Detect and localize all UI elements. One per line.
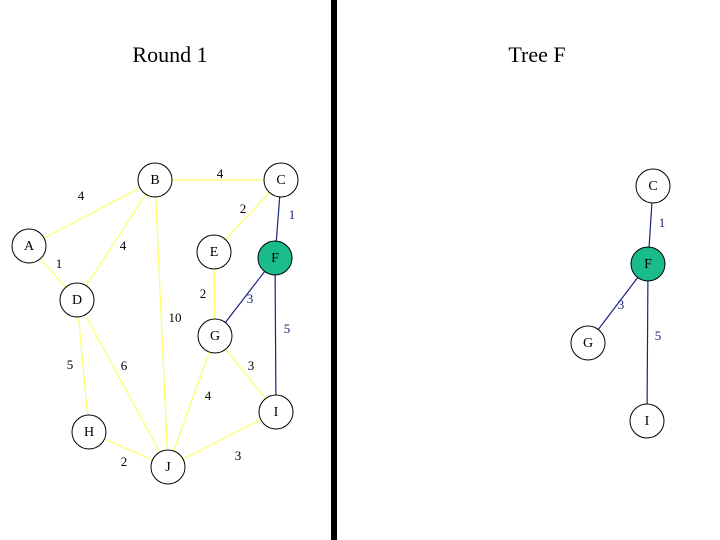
round1-edge-a-b <box>28 179 156 247</box>
round1-node-label-a: A <box>24 239 35 254</box>
tree-edge-labels: 1 3 5 <box>618 215 666 343</box>
round1-edge-weight-d-j: 6 <box>121 358 128 373</box>
round1-node-circle-f <box>257 240 293 276</box>
round1-node-circle-b <box>137 162 173 198</box>
tree-f-node-label-f: F <box>644 257 652 272</box>
round1-node-circle-d <box>59 282 95 318</box>
tree-f-node-circle-g <box>570 325 606 361</box>
round1-edge-weight-c-f: 1 <box>289 207 296 222</box>
round1-node-label-j: J <box>165 460 171 475</box>
tree-f-node-label-i: I <box>645 414 650 429</box>
round1-edge-f-i <box>274 257 277 413</box>
tree-f-node-label-g: G <box>583 336 593 351</box>
round1-node-circle-e <box>196 234 232 270</box>
round1-node-label-i: I <box>274 405 279 420</box>
tree-f-edge-f-i <box>646 263 649 422</box>
round1-node-circle-h <box>71 414 107 450</box>
round1-edge-weight-c-e: 2 <box>240 201 247 216</box>
tree-f-edge-weight-f-g: 3 <box>618 297 625 312</box>
round1-node-b: B <box>137 162 173 198</box>
round1-edge-weight-f-i: 5 <box>284 321 291 336</box>
round1-node-label-f: F <box>271 251 279 266</box>
round1-edge-weight-i-j: 3 <box>235 448 242 463</box>
round1-node-label-d: D <box>72 293 82 308</box>
left-graph-edge-labels: 4 4 4 1 2 1 2 3 5 10 5 6 3 4 2 3 <box>56 166 296 469</box>
tree-f-edge-weight-f-i: 5 <box>655 328 662 343</box>
round1-node-circle-c <box>263 162 299 198</box>
round1-edge-i-j <box>167 411 277 468</box>
round1-edge-d-h <box>76 299 90 433</box>
round1-edge-d-j <box>76 299 169 468</box>
round1-node-d: D <box>59 282 95 318</box>
left-panel-title: Round 1 <box>132 42 207 67</box>
round1-node-circle-g <box>197 318 233 354</box>
round1-node-a: A <box>11 228 47 264</box>
round1-edge-g-j <box>167 335 216 468</box>
tree-f-node-circle-i <box>629 403 665 439</box>
round1-edge-weight-d-h: 5 <box>67 357 74 372</box>
round1-node-e: E <box>196 234 232 270</box>
round1-node-label-h: H <box>84 425 94 440</box>
round1-node-circle-a <box>11 228 47 264</box>
tree-f-node-f: F <box>630 246 666 282</box>
tree-f-node-c: C <box>635 168 671 204</box>
round1-edge-weight-b-j: 10 <box>169 310 182 325</box>
round1-node-label-c: C <box>276 173 285 188</box>
tree-f-node-label-c: C <box>648 179 657 194</box>
round1-edge-b-d <box>76 179 156 301</box>
round1-edge-weight-a-d: 1 <box>56 256 63 271</box>
round1-edge-b-j <box>154 179 169 468</box>
round1-node-label-b: B <box>150 173 159 188</box>
round1-node-j: J <box>150 449 186 485</box>
tree-nodes: C F G I <box>570 168 671 439</box>
round1-edge-weight-a-b: 4 <box>78 188 85 203</box>
tree-f-node-circle-f <box>630 246 666 282</box>
round1-node-label-g: G <box>210 329 220 344</box>
round1-edge-weight-g-i: 3 <box>248 358 255 373</box>
round1-edge-weight-h-j: 2 <box>121 454 128 469</box>
round1-node-c: C <box>263 162 299 198</box>
round1-node-f: F <box>257 240 293 276</box>
round1-edge-weight-e-g: 2 <box>200 286 207 301</box>
round1-node-circle-j <box>150 449 186 485</box>
round1-node-g: G <box>197 318 233 354</box>
tree-f-node-circle-c <box>635 168 671 204</box>
round1-node-label-e: E <box>210 245 219 260</box>
left-graph-nodes: A B C D E F G H I J <box>11 162 299 485</box>
round1-node-circle-i <box>258 394 294 430</box>
round1-edge-weight-f-g: 3 <box>247 291 254 306</box>
right-panel-title: Tree F <box>508 42 565 67</box>
round1-edge-weight-b-c: 4 <box>217 166 224 181</box>
round1-edge-weight-b-d: 4 <box>120 238 127 253</box>
tree-f-edge-weight-c-f: 1 <box>659 215 666 230</box>
round1-edge-weight-g-j: 4 <box>205 388 212 403</box>
tree-f-node-i: I <box>629 403 665 439</box>
round1-node-i: I <box>258 394 294 430</box>
round1-node-h: H <box>71 414 107 450</box>
tree-f-node-g: G <box>570 325 606 361</box>
